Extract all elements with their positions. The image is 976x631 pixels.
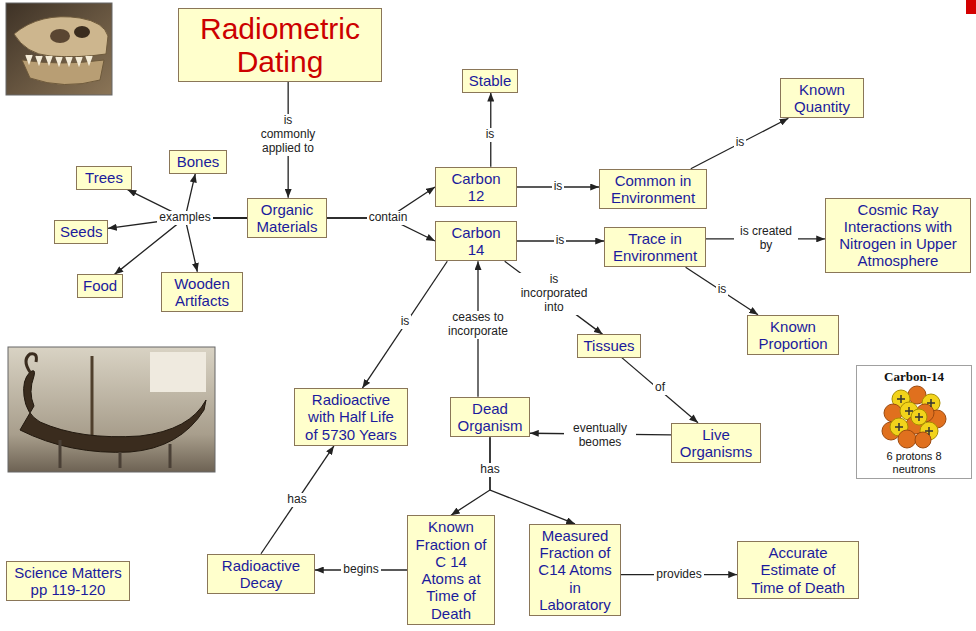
concept-box: Organic Materials bbox=[247, 198, 327, 239]
node-text: Trace in Environment bbox=[610, 230, 700, 265]
teeth bbox=[26, 55, 92, 65]
plus-sign bbox=[895, 395, 935, 435]
ship-prow bbox=[26, 354, 36, 372]
node-text: Seeds bbox=[60, 223, 102, 240]
node-text: Science Matters pp 119-120 bbox=[12, 564, 124, 599]
node-text: Known Proportion bbox=[753, 318, 833, 353]
concept-box: Carbon 14 bbox=[435, 221, 517, 262]
node-text: Radioactive Decay bbox=[213, 557, 309, 592]
node-text: Radioactive with Half Life of 5730 Years bbox=[300, 391, 402, 443]
node-text: Organic Materials bbox=[253, 201, 321, 236]
link-label: begins bbox=[341, 563, 380, 577]
window-light bbox=[150, 352, 206, 392]
link-label: has bbox=[285, 493, 308, 507]
concept-box: Stable bbox=[462, 69, 518, 92]
link-label: provides bbox=[654, 568, 703, 582]
connector-arrow bbox=[691, 118, 789, 169]
skull-opening bbox=[50, 29, 70, 43]
skull bbox=[14, 17, 108, 57]
connector-arrow bbox=[115, 218, 247, 274]
jaw bbox=[22, 60, 104, 85]
neutron bbox=[898, 430, 916, 448]
concept-box: Wooden Artifacts bbox=[161, 272, 243, 313]
node-text: Known Quantity bbox=[786, 81, 858, 116]
viking-ship-photo bbox=[8, 347, 215, 472]
concept-box: Live Organisms bbox=[671, 423, 761, 464]
ship-hull bbox=[20, 371, 206, 453]
node-text: Measured Fraction of C14 Atoms in Labora… bbox=[535, 527, 615, 613]
node-text: Live Organisms bbox=[677, 426, 755, 461]
concept-box: Known Proportion bbox=[747, 315, 839, 356]
node-text: Food bbox=[83, 277, 117, 294]
photo-frame bbox=[6, 3, 112, 95]
concept-box: Carbon 12 bbox=[435, 167, 517, 208]
link-label: eventually beomes bbox=[564, 422, 636, 450]
corner-mark bbox=[966, 0, 976, 14]
link-label: is bbox=[484, 128, 497, 142]
node-text: Carbon-14 bbox=[861, 369, 967, 385]
concept-box: Known Fraction of C 14 Atoms at Time of … bbox=[407, 515, 495, 625]
link-label: contain bbox=[367, 211, 410, 225]
concept-box: Radioactive with Half Life of 5730 Years bbox=[294, 388, 408, 446]
concept-box: Trees bbox=[76, 166, 132, 189]
eye-socket bbox=[74, 26, 90, 38]
connector-arrow bbox=[490, 437, 575, 524]
concept-box: Seeds bbox=[54, 220, 108, 243]
link-label: is bbox=[554, 234, 567, 248]
link-label: is created by bbox=[734, 225, 798, 253]
link-label: is bbox=[552, 180, 565, 194]
link-label: is bbox=[734, 136, 747, 150]
link-label: examples bbox=[157, 211, 212, 225]
atom-info-box: Carbon-14 6 protons 8 neutrons bbox=[856, 365, 972, 480]
connector-arrow bbox=[622, 358, 698, 423]
concept-box: Radioactive Decay bbox=[207, 554, 315, 595]
concept-box: Measured Fraction of C14 Atoms in Labora… bbox=[529, 524, 621, 616]
node-subtext: 6 protons 8 neutrons bbox=[882, 450, 946, 475]
ship-stand bbox=[60, 440, 170, 468]
connector-arrow bbox=[362, 261, 447, 388]
concept-box: Food bbox=[77, 274, 123, 297]
concept-box: Dead Organism bbox=[450, 397, 530, 438]
carbon-atom bbox=[879, 385, 949, 449]
node-text: Known Fraction of C 14 Atoms at Time of … bbox=[413, 518, 489, 622]
link-label: is bbox=[716, 283, 729, 297]
node-text: Accurate Estimate of Time of Death bbox=[743, 544, 853, 596]
node-text: Radiometric Dating bbox=[187, 12, 373, 78]
connector-arrow bbox=[505, 261, 603, 334]
node-text: Dead Organism bbox=[456, 400, 524, 435]
node-text: Cosmic Ray Interactions with Nitrogen in… bbox=[831, 201, 965, 270]
link-label: is commonly applied to bbox=[255, 114, 321, 155]
concept-box: Known Quantity bbox=[780, 78, 864, 119]
concept-box: Trace in Environment bbox=[604, 227, 706, 268]
node-text: Carbon 12 bbox=[441, 170, 511, 205]
link-label: is incorporated into bbox=[513, 273, 595, 314]
mast bbox=[91, 356, 94, 440]
node-text: Common in Environment bbox=[605, 172, 701, 207]
photo-frame bbox=[8, 347, 215, 472]
connector-arrow bbox=[686, 267, 758, 315]
concept-box: Common in Environment bbox=[599, 169, 707, 210]
connector-arrow bbox=[185, 218, 247, 272]
link-label: of bbox=[653, 381, 667, 395]
link-label: has bbox=[478, 463, 501, 477]
node-text: Bones bbox=[175, 153, 221, 170]
concept-box: Bones bbox=[169, 150, 227, 173]
title-box: Radiometric Dating bbox=[178, 8, 382, 82]
node-text: Stable bbox=[468, 72, 512, 89]
concept-box: Cosmic Ray Interactions with Nitrogen in… bbox=[825, 198, 971, 273]
node-text: Wooden Artifacts bbox=[167, 275, 237, 310]
concept-box: Tissues bbox=[577, 334, 641, 357]
concept-box: Accurate Estimate of Time of Death bbox=[737, 541, 859, 599]
node-text: Trees bbox=[82, 169, 126, 186]
nucleus bbox=[882, 386, 946, 448]
link-label: is bbox=[399, 315, 412, 329]
reference-box: Science Matters pp 119-120 bbox=[6, 561, 130, 602]
link-label: ceases to incorporate bbox=[444, 311, 512, 339]
connector-arrow bbox=[261, 446, 334, 554]
node-text: Tissues bbox=[583, 337, 635, 354]
node-text: Carbon 14 bbox=[441, 224, 511, 259]
dinosaur-photo bbox=[6, 3, 112, 95]
